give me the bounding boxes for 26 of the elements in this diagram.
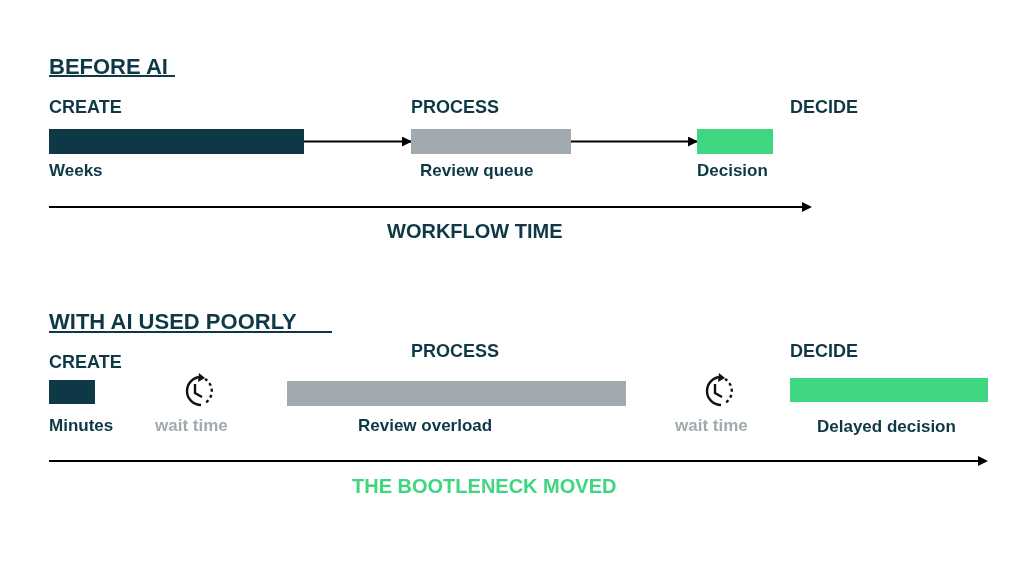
timeline-bar — [411, 129, 571, 154]
stage-duration: Decision — [697, 160, 768, 182]
stage-heading: PROCESS — [411, 340, 500, 362]
wait-label: wait time — [155, 415, 228, 436]
stage-duration: Weeks — [49, 160, 103, 182]
section-title: WITH AI USED POORLY — [49, 309, 297, 335]
stage-heading: CREATE — [49, 96, 122, 118]
timeline-bar — [790, 378, 988, 402]
stage-duration: Review queue — [420, 160, 534, 182]
timeline-bar — [49, 380, 95, 404]
axis-label: THE BOOTLENECK MOVED — [352, 474, 617, 498]
section-title: BEFORE AI — [49, 54, 168, 80]
stage-heading: CREATE — [49, 351, 122, 373]
stage-duration: Minutes — [49, 415, 114, 437]
stage-heading: DECIDE — [790, 96, 858, 118]
stage-heading: PROCESS — [411, 96, 500, 118]
axis-label: WORKFLOW TIME — [387, 219, 563, 243]
timeline-bar — [49, 129, 304, 154]
timeline-bar — [697, 129, 773, 154]
stage-heading: DECIDE — [790, 340, 858, 362]
stage-duration: Review overload — [358, 415, 493, 437]
stage-duration: Delayed decision — [817, 416, 956, 438]
wait-label: wait time — [675, 415, 748, 436]
arrow — [570, 136, 698, 147]
timeline-bar — [287, 381, 626, 406]
arrow — [303, 136, 412, 147]
